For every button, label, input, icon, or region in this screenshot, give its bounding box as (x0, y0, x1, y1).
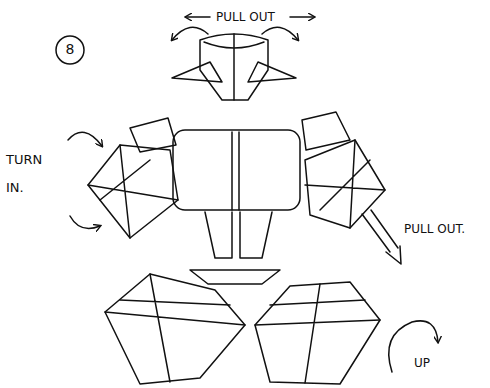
instruction-label: TURN IN. (6, 146, 52, 202)
instruction-label: PULL OUT. (404, 222, 465, 236)
instruction-label: PULL OUT (216, 10, 275, 24)
step-number: 8 (57, 42, 83, 56)
instruction-label: UP (414, 356, 430, 370)
